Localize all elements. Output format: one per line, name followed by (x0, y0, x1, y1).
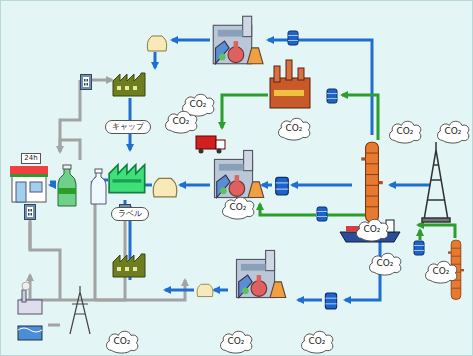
label-text: キャップ (112, 123, 144, 131)
co2-text: CO₂ (230, 203, 247, 212)
co2-cloud: CO₂ (367, 250, 403, 276)
co2-cloud: CO₂ (423, 258, 459, 284)
part-label: キャップ (105, 120, 151, 134)
co2-cloud: CO₂ (104, 328, 140, 354)
refinery-icon (270, 60, 310, 108)
co2-text: CO₂ (114, 337, 131, 346)
co2-text: CO₂ (445, 127, 462, 136)
pylon-icon (70, 286, 90, 334)
co2-cloud: CO₂ (387, 118, 423, 144)
co2-cloud: CO₂ (276, 115, 312, 141)
tanker-icon (340, 220, 400, 242)
store-sign: 24h (21, 153, 41, 164)
co2-text: CO₂ (309, 337, 326, 346)
co2-text: CO₂ (364, 225, 381, 234)
co2-text: CO₂ (173, 117, 190, 126)
oil-rig-icon (422, 142, 450, 222)
truck-icon (196, 136, 225, 154)
co2-text: CO₂ (228, 337, 245, 346)
bottle-icon (58, 165, 106, 206)
part-label: ラベル (111, 207, 149, 221)
power-plant-icon (18, 282, 42, 340)
co2-text: CO₂ (190, 100, 207, 109)
co2-text: CO₂ (397, 127, 414, 136)
co2-text: CO₂ (377, 259, 394, 268)
label-text: ラベル (118, 210, 142, 218)
co2-cloud: CO₂ (218, 328, 254, 354)
co2-cloud: CO₂ (163, 108, 199, 134)
co2-cloud: CO₂ (435, 118, 471, 144)
co2-text: CO₂ (286, 124, 303, 133)
co2-cloud: CO₂ (299, 328, 335, 354)
label-text: 24h (24, 155, 37, 162)
co2-text: CO₂ (433, 267, 450, 276)
co2-cloud: CO₂ (220, 194, 256, 220)
store-icon (10, 166, 48, 202)
co2-cloud: CO₂ (354, 216, 390, 242)
